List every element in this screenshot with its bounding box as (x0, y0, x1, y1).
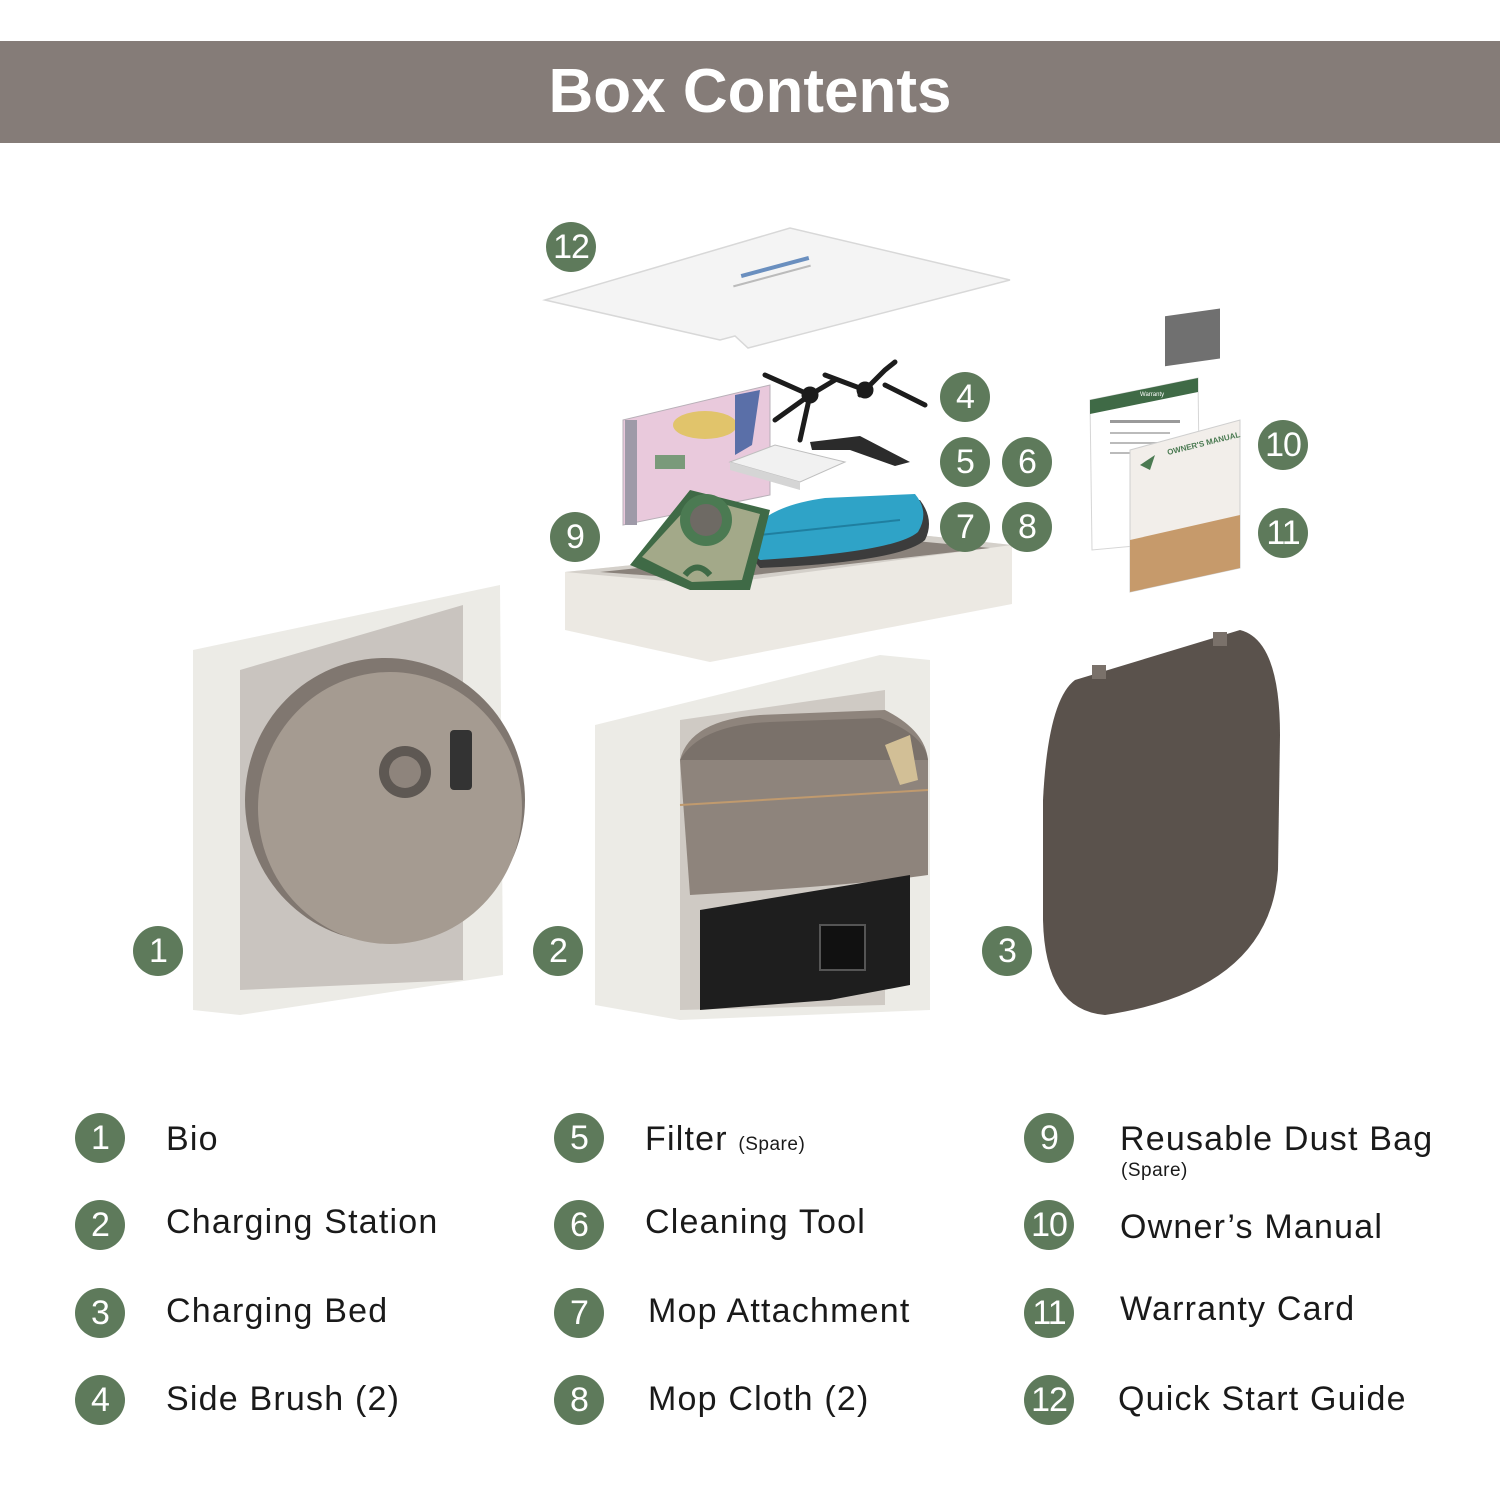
legend-label-9: Reusable Dust Bag (1120, 1120, 1434, 1158)
legend-label-10: Owner’s Manual (1120, 1208, 1384, 1246)
legend-badge-11: 11 (1024, 1288, 1074, 1338)
mop-cloths (745, 494, 929, 568)
illustration-badge-1: 1 (133, 926, 183, 976)
robot-box (193, 585, 525, 1015)
legend-label-9-note: (Spare) (1121, 1160, 1188, 1181)
illustration-badge-3: 3 (982, 926, 1032, 976)
box-contents-illustration: Warranty OWNER'S MANUAL (193, 227, 1280, 1020)
quick-start-guide-sheet (542, 227, 1011, 349)
page-title: Box Contents (548, 57, 952, 126)
legend-label-3: Charging Bed (166, 1292, 389, 1330)
cleaning-tool-part (810, 436, 910, 466)
illustration-badge-9: 9 (550, 512, 600, 562)
charging-bed-part (1043, 630, 1280, 1015)
legend-badge-2: 2 (75, 1200, 125, 1250)
dust-bag (630, 490, 770, 590)
legend-badge-3: 3 (75, 1288, 125, 1338)
illustration-badge-4: 4 (940, 372, 990, 422)
legend-badge-8: 8 (554, 1375, 604, 1425)
legend-badge-9: 9 (1024, 1113, 1074, 1163)
legend-badge-7: 7 (554, 1288, 604, 1338)
warranty-card-title: Warranty (1140, 392, 1164, 398)
illustration-badge-11: 11 (1258, 508, 1308, 558)
illustration-badge-7: 7 (940, 502, 990, 552)
side-brushes (762, 359, 928, 443)
legend-label-4: Side Brush (2) (166, 1380, 401, 1418)
legend-badge-1: 1 (75, 1113, 125, 1163)
legend-badge-10: 10 (1024, 1200, 1074, 1250)
legend-label-2: Charging Station (166, 1203, 439, 1241)
legend-label-8: Mop Cloth (2) (648, 1380, 870, 1418)
title-banner: Box Contents (0, 41, 1500, 143)
filter-part (728, 444, 847, 490)
artwork-card (622, 384, 771, 526)
legend-badge-5: 5 (554, 1113, 604, 1163)
illustration-badge-2: 2 (533, 926, 583, 976)
legend-label-5: Filter (Spare) (645, 1120, 805, 1159)
illustration-badge-10: 10 (1258, 420, 1308, 470)
legend-badge-4: 4 (75, 1375, 125, 1425)
legend-label-5-note: (Spare) (738, 1134, 806, 1155)
charging-station-box (595, 655, 930, 1020)
legend-label-6: Cleaning Tool (645, 1203, 867, 1241)
illustration-badge-8: 8 (1002, 502, 1052, 552)
legend-badge-6: 6 (554, 1200, 604, 1250)
illustration-badge-6: 6 (1002, 437, 1052, 487)
legend-label-11: Warranty Card (1120, 1290, 1356, 1328)
legend-label-7: Mop Attachment (648, 1292, 911, 1330)
illustration-badge-5: 5 (940, 437, 990, 487)
owners-manual-part: OWNER'S MANUAL (1129, 308, 1241, 593)
legend-label-12: Quick Start Guide (1118, 1380, 1407, 1418)
legend-label-1: Bio (166, 1120, 219, 1158)
legend-label-5-text: Filter (645, 1120, 728, 1158)
legend-badge-12: 12 (1024, 1375, 1074, 1425)
illustration-badge-12: 12 (546, 222, 596, 272)
